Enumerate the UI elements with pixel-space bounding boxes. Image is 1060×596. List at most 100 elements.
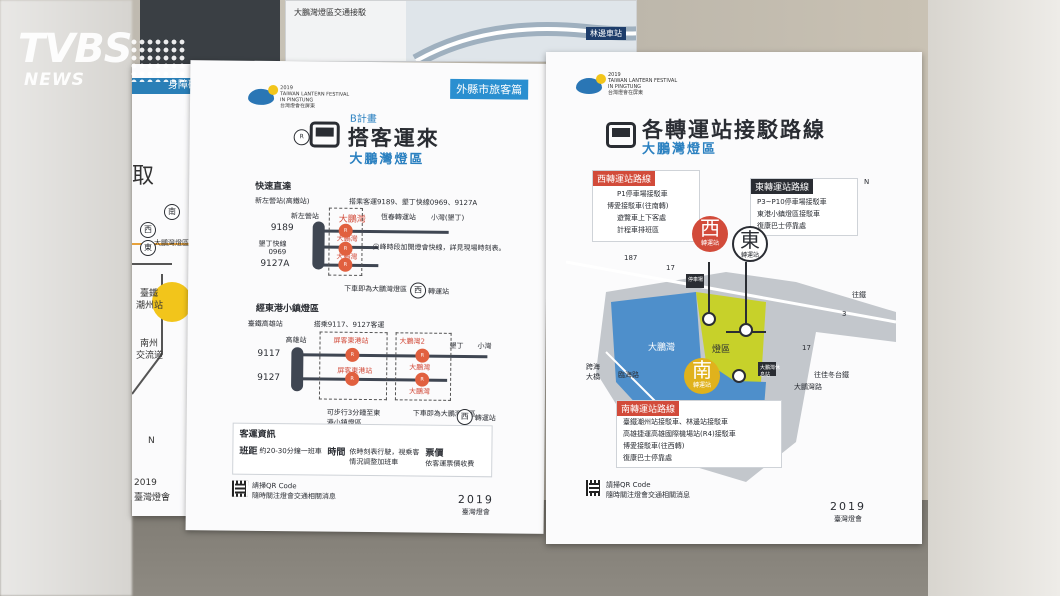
qr-text-1: 請掃QR Code [251, 481, 297, 491]
map-center-label: 大鵬灣休息站 [760, 365, 781, 378]
right-qr-text-2: 隨時關注燈會交通相關消息 [606, 491, 690, 499]
east-route-line-1: P3~P10停車場接駁車 [757, 198, 827, 206]
middle-poster: 2019 TAIWAN LANTERN FESTIVAL IN PINGTUNG… [185, 60, 549, 534]
middle-poster-tag: 外縣市旅客篇 [450, 78, 529, 100]
west-station-pin: 西 轉運站 [692, 216, 728, 252]
left-poster-west-seal: 西 [140, 222, 156, 238]
map-road-187: 187 [624, 254, 638, 262]
stop-dot: R [338, 257, 353, 272]
map-zone-label: 燈區 [712, 345, 731, 355]
right-poster-year: 2019 [830, 500, 866, 513]
route-9127a-label: 9127A [260, 258, 290, 270]
west-pin-label: 轉運站 [700, 240, 719, 247]
qr-code-icon [231, 480, 249, 497]
bus-info-box: 客運資訊 班距 約20-30分鐘一班車 時間 依時刻表行駛，視乘客情況調整加班車… [232, 422, 493, 478]
east-pin-label: 轉運站 [740, 252, 759, 259]
south-route-box: 南轉運站路線 臺鐵潮州站接駁車、林邊站接駁車 高雄捷運高雄國際機場站(R4)接駁… [616, 400, 782, 468]
section2-stop-origin: 高雄站 [285, 336, 307, 345]
west-pin-char: 西 [700, 216, 720, 240]
south-route-line-4: 復康巴士停靠處 [623, 454, 672, 462]
west-route-line-2: 博愛接駁車(往南轉) [607, 202, 669, 210]
left-poster-east-seal: 東 [140, 240, 156, 256]
left-poster-north-label: N [148, 436, 155, 446]
section1-stop-hengchun: 恆春轉運站 [380, 213, 416, 222]
section1-note: 搭乘客運9189、墾丁快線0969、9127A [348, 197, 478, 208]
blurred-foreground-right [928, 0, 1060, 596]
section2-box-label-2: 大鵬灣 [409, 363, 431, 372]
south-pin-char: 南 [692, 358, 712, 382]
sun-logo-icon-right [596, 74, 606, 84]
left-poster-town-label: 南州 [140, 339, 159, 349]
west-route-line-4: 計程車排班區 [617, 226, 659, 234]
section1-bottom-tail: 轉運站 [428, 287, 450, 296]
west-route-box: 西轉運站路線 P1停車場接駁車 博愛接駁車(往南轉) 遊覽車上下客處 計程車排班… [592, 170, 700, 242]
left-poster-south-seal: 南 [164, 204, 180, 220]
logo-line2-right: IN PINGTUNG [608, 84, 642, 90]
section1-stop-origin: 新左營站 [290, 212, 319, 221]
right-poster-title: 各轉運站接駁路線 [642, 118, 826, 142]
left-poster-heading-fragment: 取 [132, 164, 155, 189]
info-fare-value: 依客運票價收費 [425, 459, 475, 469]
route-9127-label: 9127 [257, 372, 281, 384]
section1-from: 新左營站(高鐵站) [254, 196, 310, 206]
route-9117-label: 9117 [257, 348, 281, 360]
info-freq-value: 約20-30分鐘一班車 [259, 446, 322, 456]
section2-bottom-tail: 轉運站 [474, 414, 496, 423]
qr-text-2: 隨時關注燈會交通相關消息 [251, 491, 336, 501]
east-route-line-2: 東港小鎮燈區接駁車 [757, 210, 820, 218]
map-lake-label: 大鵬灣 [648, 343, 676, 353]
info-time-value: 依時刻表行駛，視乘客情況調整加班車 [349, 447, 420, 467]
section1-stop-kenting: 小灣(墾丁) [430, 213, 465, 223]
left-poster-zone-label: 大鵬灣燈區 [154, 239, 189, 247]
section1-heading: 快速直達 [255, 181, 292, 193]
tvbs-watermark: TVBS NEWS [18, 26, 186, 96]
tvbs-logo-text: TVBS [18, 26, 133, 72]
east-route-box: 東轉運站路線 P3~P10停車場接駁車 東港小鎮燈區接駁車 復康巴士停靠處 [750, 178, 858, 236]
stop-dot: R [345, 347, 360, 362]
right-logo-text: 2019 TAIWAN LANTERN FESTIVAL IN PINGTUNG… [608, 72, 677, 96]
east-station-pin: 東 轉運站 [732, 226, 768, 262]
map-north: N [864, 178, 870, 186]
logo-line3: 台灣燈會在屏東 [279, 103, 316, 110]
top-poster-title: 大鵬灣燈區交通接駁 [294, 8, 366, 17]
east-route-heading: 東轉運站路線 [751, 179, 814, 194]
left-poster-station-label: 潮州站 [136, 301, 164, 311]
stop-dot: R [338, 223, 353, 238]
stop-dot: R [345, 371, 360, 386]
left-poster-year: 2019 [134, 478, 157, 488]
map-road-17-a: 17 [666, 264, 675, 272]
section2-from: 臺鐵高雄站 [247, 319, 283, 329]
west-route-heading: 西轉運站路線 [593, 171, 656, 186]
middle-poster-footer: 臺灣燈會 [461, 508, 490, 517]
stop-dot: R [415, 348, 430, 363]
right-poster-footer: 臺灣燈會 [834, 515, 862, 523]
east-pin-char: 東 [740, 228, 760, 252]
stop-dot: R [415, 372, 430, 387]
tvbs-dots-icon [130, 38, 186, 82]
left-poster-interchange-label: 交流道 [136, 351, 164, 361]
sun-logo-icon [268, 84, 279, 96]
left-poster-zone-marker [152, 282, 192, 322]
middle-poster-subtitle: 大鵬灣燈區 [349, 151, 425, 168]
middle-poster-year: 2019 [457, 492, 494, 507]
info-time-label: 時間 [327, 447, 346, 458]
route-marker-icon: R [293, 129, 310, 146]
section2-heading: 經東港小鎮燈區 [255, 303, 319, 315]
top-background-poster: 大鵬灣燈區交通接駁 林邊車站 [285, 0, 637, 62]
lantern-logo-icon-right [576, 78, 602, 94]
section1-remark: 尖峰時段加開燈會快線，詳見現場時刻表。 [372, 243, 506, 253]
south-route-line-3: 博愛接駁車(往西轉) [623, 442, 685, 450]
south-station-pin: 南 轉運站 [684, 358, 720, 394]
top-poster-station-label: 林邊車站 [586, 27, 626, 40]
logo-line1-right: TAIWAN LANTERN FESTIVAL [608, 78, 678, 84]
route-9189-label: 9189 [270, 222, 294, 234]
stop-dot: R [338, 241, 353, 256]
section1-bottom-note: 下車即為大鵬灣燈區 [344, 284, 408, 294]
south-route-line-1: 臺鐵潮州站接駁車、林邊站接駁車 [623, 418, 728, 426]
south-pin-label: 轉運站 [692, 382, 711, 389]
section2-box-label-3: 大鵬灣 [408, 387, 431, 396]
section2-stop-kenting: 墾丁 [449, 341, 464, 351]
info-heading: 客運資訊 [239, 429, 276, 441]
map-road-3: 3 [842, 310, 847, 318]
